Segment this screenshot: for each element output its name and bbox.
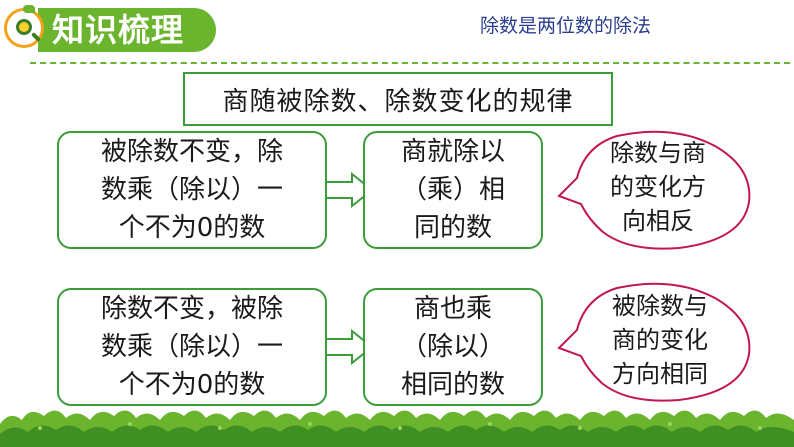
rule1-note-callout xyxy=(557,130,751,250)
right-arrow-icon xyxy=(325,172,374,208)
rule2-condition-line3: 个不为0的数 xyxy=(118,370,266,400)
rule1-note-line3: 向相反 xyxy=(622,207,694,235)
rule1-condition-line2: 数乘（除以）一 xyxy=(100,175,283,205)
rule2-condition-box: 除数不变，被除 数乘（除以）一 个不为0的数 xyxy=(57,288,327,406)
rule1-result-line2: （乘）相 xyxy=(400,175,505,205)
rule1-note-line2: 的变化方 xyxy=(610,173,706,201)
rule2-result-box: 商也乘 （除以） 相同的数 xyxy=(363,288,543,406)
rule-heading: 商随被除数、除数变化的规律 xyxy=(183,72,613,126)
rule1-condition-line3: 个不为0的数 xyxy=(118,213,266,243)
rule2-condition-line2: 数乘（除以）一 xyxy=(100,332,283,362)
rule1-note-line1: 除数与商 xyxy=(610,139,706,167)
header-divider xyxy=(30,62,790,64)
rule1-note: 除数与商 的变化方 向相反 xyxy=(588,136,728,238)
title-banner xyxy=(38,8,216,52)
rule2-note-line3: 方向相同 xyxy=(612,360,708,388)
rule2-note-line2: 商的变化 xyxy=(612,326,708,354)
right-arrow-icon xyxy=(325,329,374,365)
rule1-condition-box: 被除数不变，除 数乘（除以）一 个不为0的数 xyxy=(57,131,327,249)
page-title: 知识梳理 xyxy=(52,11,185,49)
magnifier-logo-icon xyxy=(4,5,44,48)
rule-heading-text: 商随被除数、除数变化的规律 xyxy=(222,86,574,117)
rule2-note-line1: 被除数与 xyxy=(612,292,708,320)
rule1-result-line3: 同的数 xyxy=(413,213,492,243)
rule2-result-line2: （除以） xyxy=(400,332,505,362)
rule2-note-callout xyxy=(557,282,751,402)
lesson-subtitle: 除数是两位数的除法 xyxy=(480,15,652,37)
rule2-result-line3: 相同的数 xyxy=(400,370,505,400)
rule2-result-line1: 商也乘 xyxy=(413,294,492,324)
rule1-result-box: 商就除以 （乘）相 同的数 xyxy=(363,131,543,249)
rule1-result-line1: 商就除以 xyxy=(400,137,505,167)
rule2-condition-line1: 除数不变，被除 xyxy=(100,294,283,324)
rule1-condition-line1: 被除数不变，除 xyxy=(100,137,283,167)
rule2-note: 被除数与 商的变化 方向相同 xyxy=(590,289,730,391)
grass-decoration xyxy=(0,410,794,447)
